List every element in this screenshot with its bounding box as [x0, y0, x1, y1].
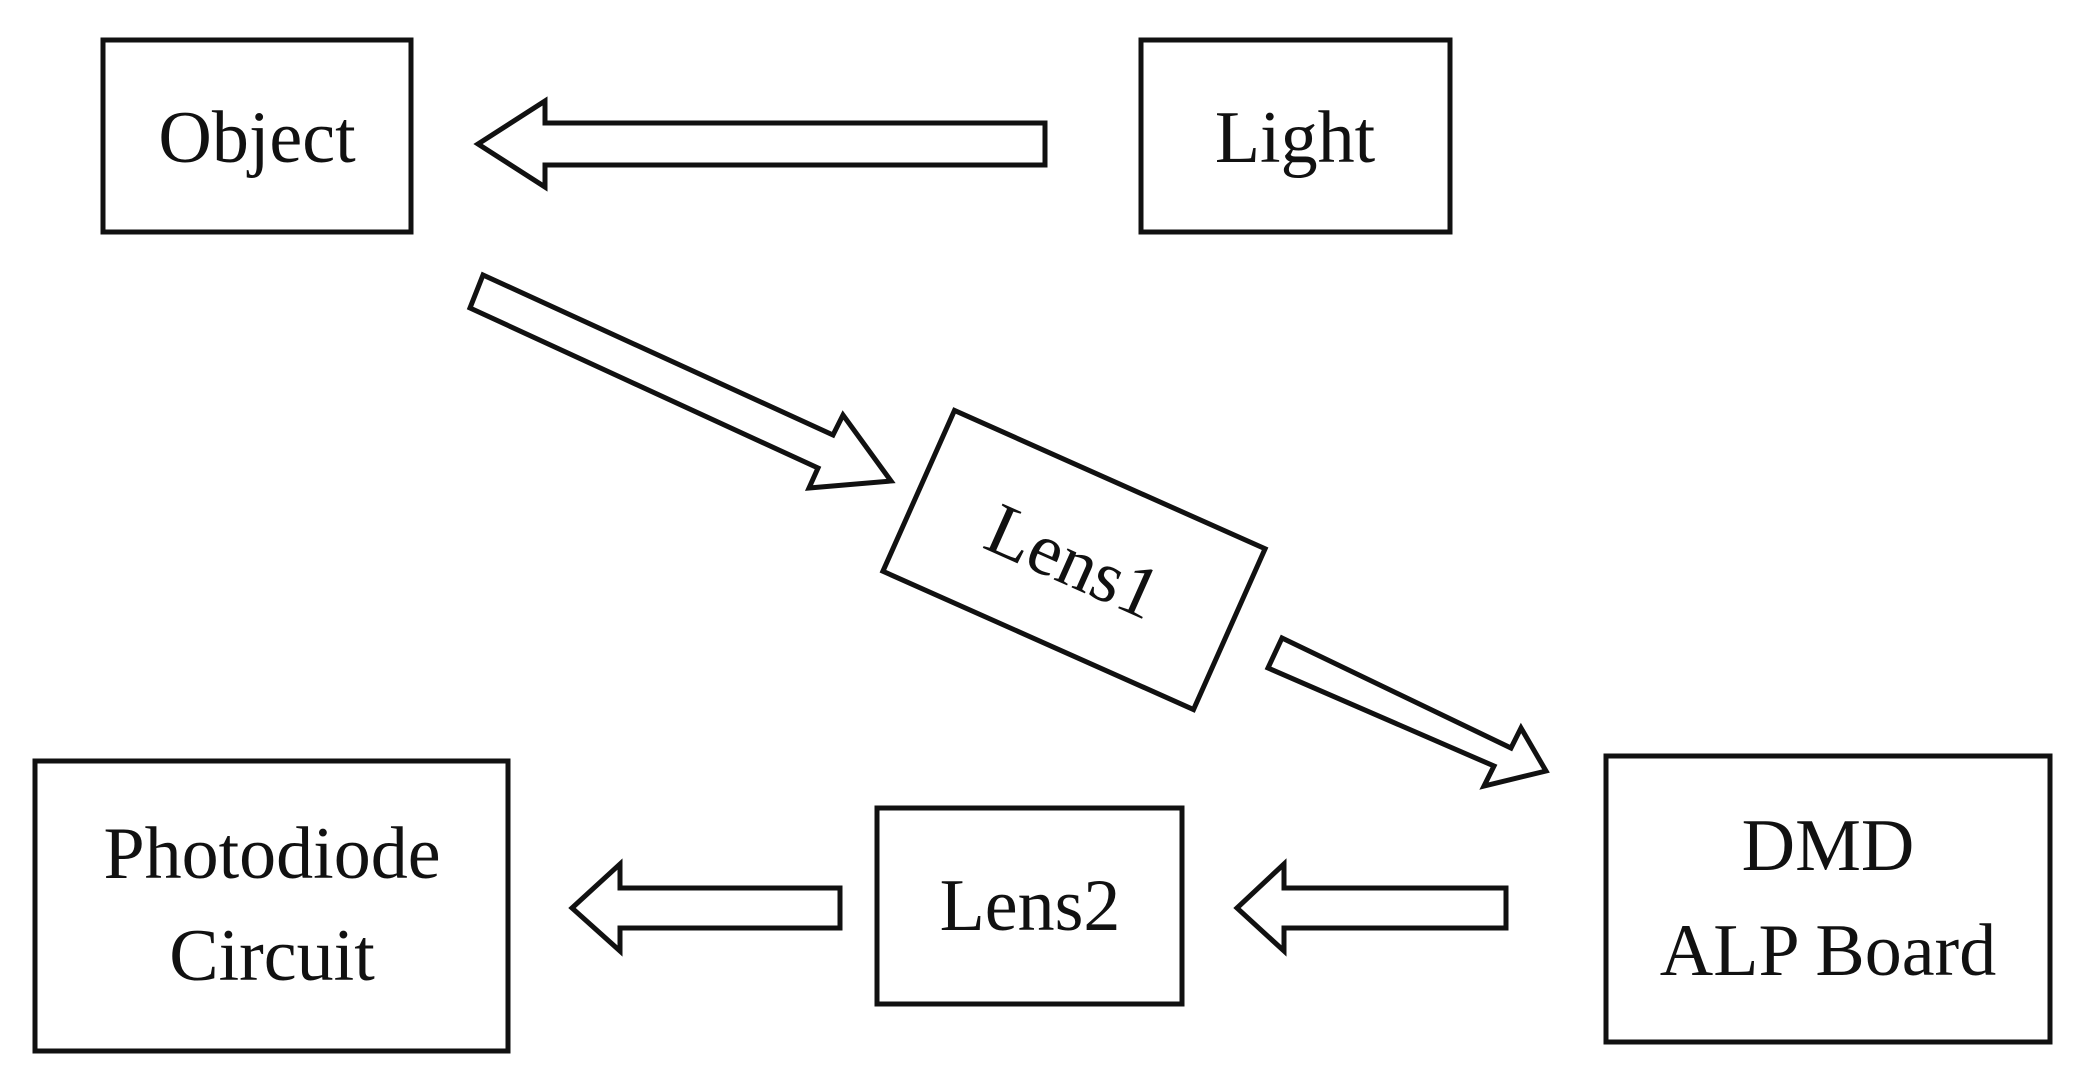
node-photodiode-circuit: Photodiode Circuit	[32, 758, 511, 1054]
node-dmd-line1: DMD	[1742, 805, 1915, 887]
arrow-dmd-to-lens2	[1233, 858, 1509, 957]
node-lens1: Lens1	[879, 407, 1269, 713]
node-lens2-label: Lens2	[940, 865, 1121, 947]
arrow-lens1-to-dmd	[1264, 634, 1550, 790]
node-lens2: Lens2	[874, 805, 1185, 1007]
node-light-label: Light	[1215, 97, 1376, 179]
node-photodiode-line1: Photodiode	[103, 813, 440, 895]
arrow-light-to-object	[473, 96, 1048, 192]
node-object-label: Object	[158, 97, 356, 179]
node-photodiode-line2: Circuit	[169, 915, 375, 997]
arrow-object-to-lens1	[466, 271, 896, 491]
node-object: Object	[100, 37, 414, 235]
arrow-lens2-to-photodiode	[568, 858, 843, 957]
node-light: Light	[1138, 37, 1453, 235]
node-dmd-alp-board: DMD ALP Board	[1603, 753, 2053, 1045]
node-dmd-line2: ALP Board	[1660, 910, 1996, 992]
